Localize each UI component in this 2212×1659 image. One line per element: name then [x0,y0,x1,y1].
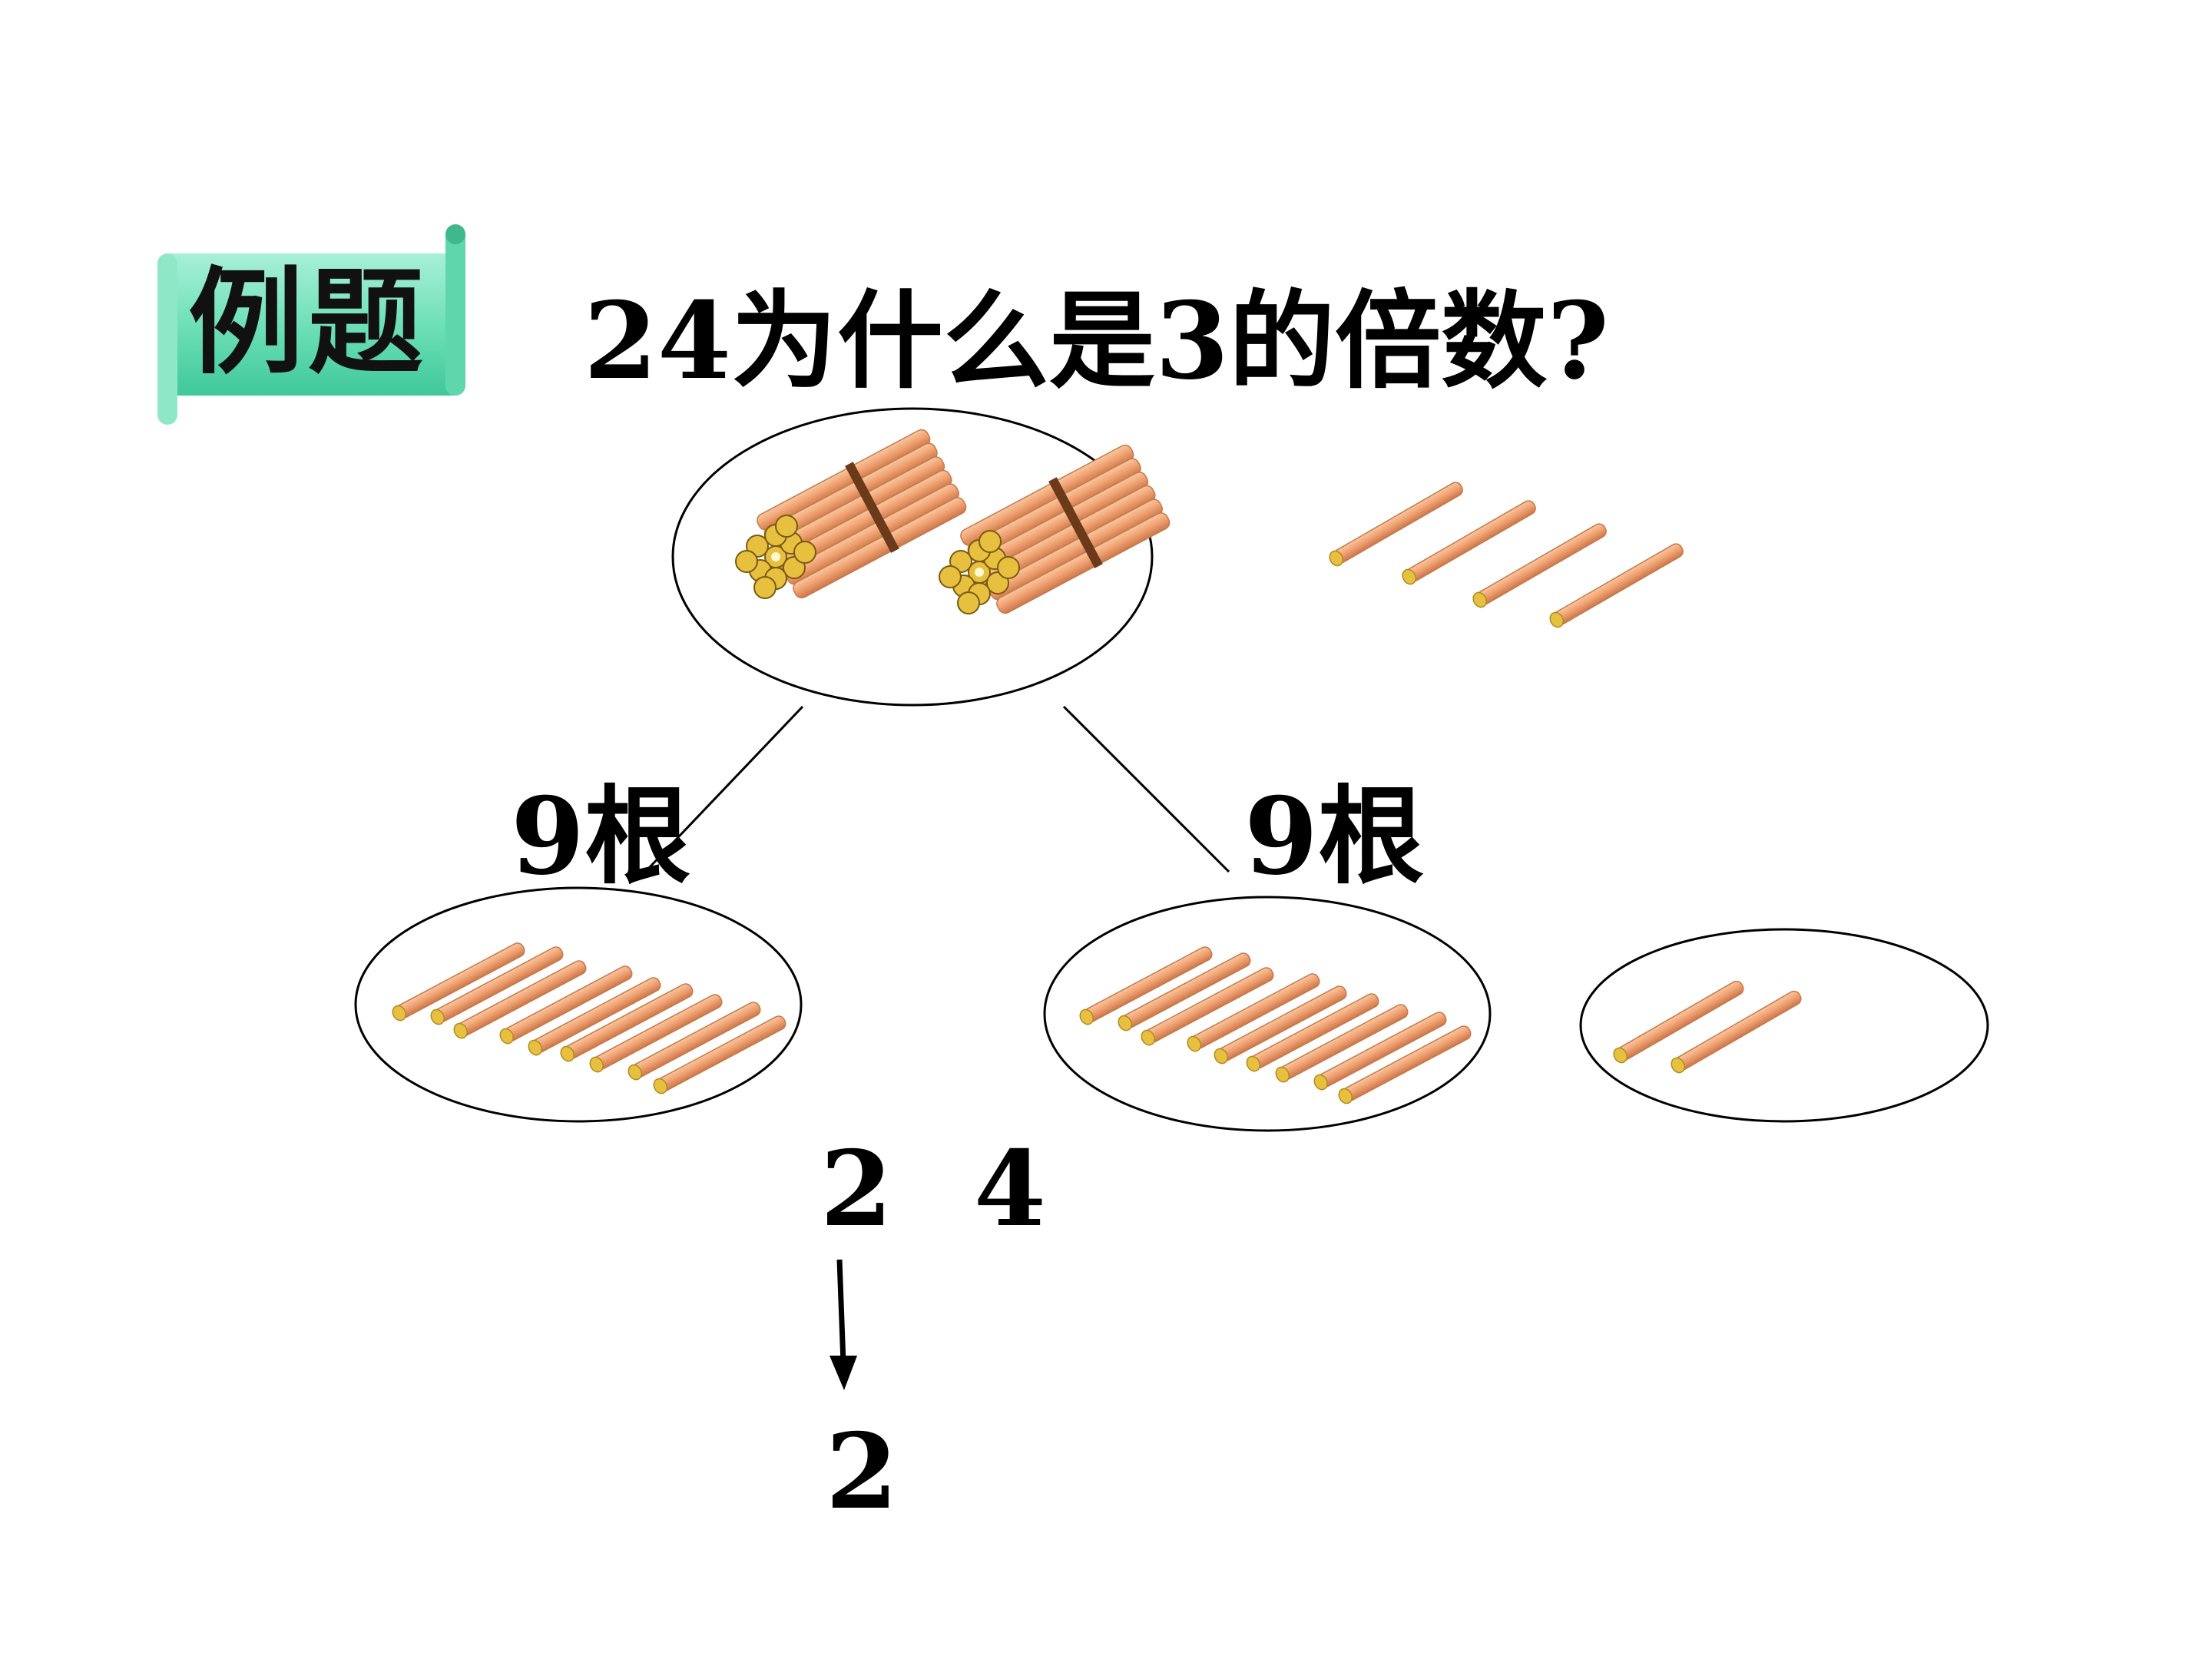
top-bundles-ellipse [671,407,1154,707]
loose-sticks [1329,482,1684,628]
group-1-sticks [392,942,786,1094]
counting-stick [628,1002,761,1081]
counting-stick [499,965,633,1045]
counting-stick [1338,1025,1472,1104]
counting-stick [1313,1012,1447,1091]
stick-bundle [939,444,1171,614]
counting-stick [1118,952,1251,1031]
example-badge [157,224,465,425]
counting-stick [653,1015,786,1094]
counting-stick [589,994,723,1073]
counting-stick [1187,973,1320,1052]
group-2-sticks [1079,946,1472,1104]
counting-stick [1671,990,1802,1074]
counting-stick [1275,1004,1409,1083]
connector-line-left [647,705,804,869]
counting-stick [1549,543,1684,628]
counting-stick [1214,985,1347,1065]
group-1-ellipse [354,886,803,1123]
connector-line-right [1062,705,1230,873]
counting-stick [1141,967,1274,1046]
counting-stick [392,942,525,1022]
down-arrow-icon [830,1259,857,1390]
counting-stick [1402,500,1536,585]
counting-stick [1079,946,1213,1025]
counting-stick [1613,980,1744,1064]
counting-stick [528,977,661,1056]
stick-bundle [735,429,967,599]
counting-stick [560,983,694,1062]
counting-stick [1472,523,1607,608]
counting-stick [430,946,564,1025]
counting-stick [453,960,587,1039]
group-2-ellipse [1043,896,1492,1132]
group-3-ellipse [1579,928,1989,1123]
counting-stick [1329,482,1463,567]
counting-stick [1246,993,1379,1072]
group-3-sticks [1613,980,1802,1074]
